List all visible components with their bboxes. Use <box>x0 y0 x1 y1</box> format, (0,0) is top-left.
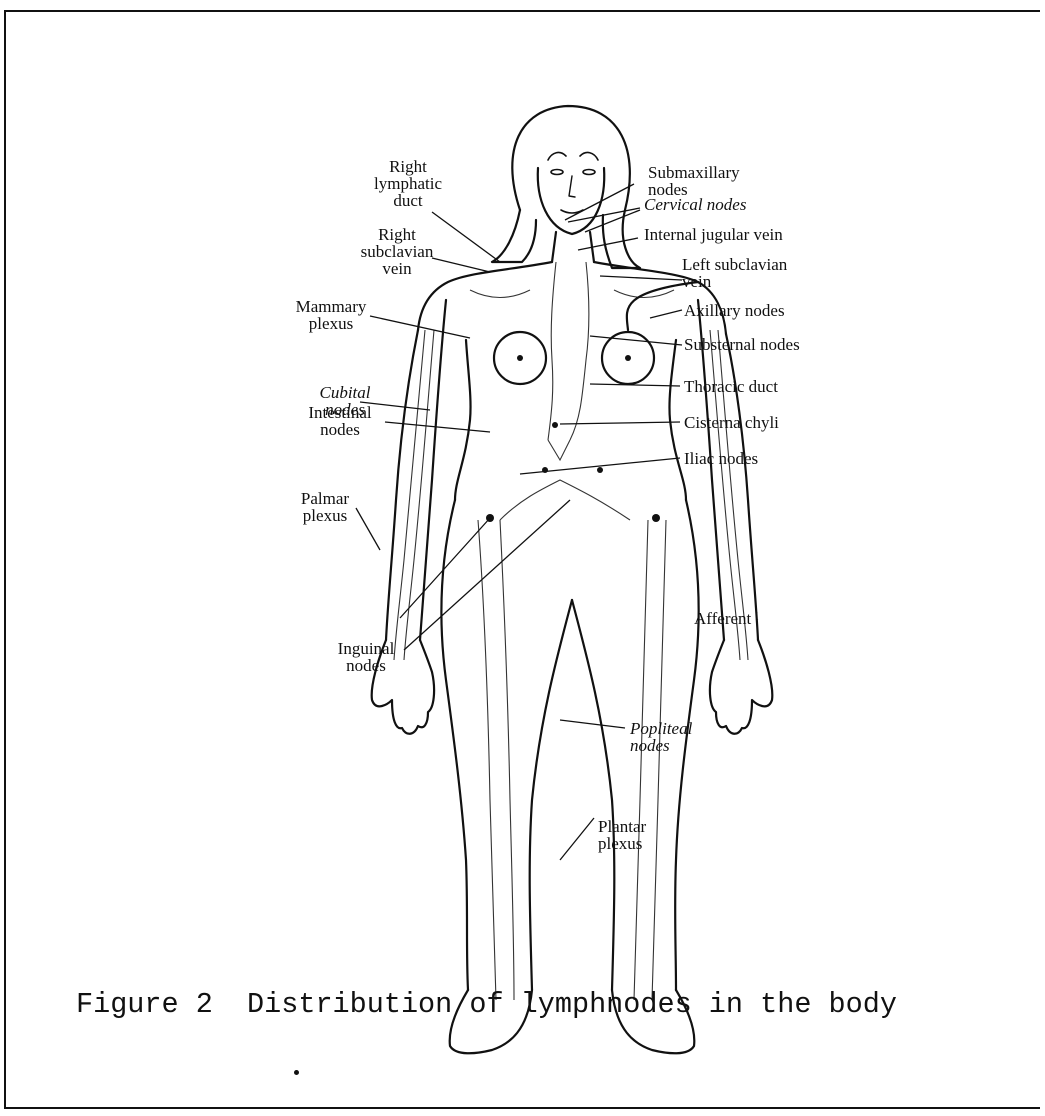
label-right-subclavian-vein: Right subclavian vein <box>342 226 452 277</box>
right-arm-outline <box>386 330 418 640</box>
leader-thoracic-duct <box>590 384 680 386</box>
leader-plantar-plexus <box>560 818 594 860</box>
leader-axillary-nodes <box>650 310 682 318</box>
legs-outline <box>441 500 468 990</box>
label-popliteal-nodes: Popliteal nodes <box>630 720 692 754</box>
label-substernal-nodes: Substernal nodes <box>684 336 800 353</box>
label-right-lymphatic-duct: Right lymphatic duct <box>358 158 458 209</box>
leader-intestinal-nodes <box>385 422 490 432</box>
label-submaxillary-nodes: Submaxillary nodes <box>648 164 740 198</box>
hair-outline <box>512 106 640 268</box>
label-cisterna-chyli: Cisterna chyli <box>684 414 779 431</box>
label-axillary-nodes: Axillary nodes <box>684 302 785 319</box>
label-mammary-plexus: Mammary plexus <box>286 298 376 332</box>
leader-popliteal-nodes <box>560 720 625 728</box>
label-palmar-plexus: Palmar plexus <box>284 490 366 524</box>
leader-substernal-nodes <box>590 336 682 345</box>
label-internal-jugular-vein: Internal jugular vein <box>644 226 783 243</box>
leader-internal-jugular-vein <box>578 238 638 250</box>
label-iliac-nodes: Iliac nodes <box>684 450 758 467</box>
label-thoracic-duct: Thoracic duct <box>684 378 778 395</box>
label-plantar-plexus: Plantar plexus <box>598 818 646 852</box>
left-hand-outline <box>710 640 772 734</box>
leader-cisterna-chyli <box>560 422 680 424</box>
neck-outline <box>552 232 556 262</box>
thoracic-duct <box>548 262 556 440</box>
label-cervical-nodes: Cervical nodes <box>644 196 746 213</box>
figure-caption: Figure 2 Distribution of lymphnodes in t… <box>76 988 897 1021</box>
label-left-subclavian-vein: Left subclavian vein <box>682 256 787 290</box>
label-afferent: Afferent ˡ <box>694 610 758 627</box>
leader-left-subclavian-vein <box>600 276 682 280</box>
label-intestinal-nodes: Intestinal nodes <box>292 404 388 438</box>
label-inguinal-nodes: Inguinal nodes <box>326 640 406 674</box>
stray-mark <box>294 1070 299 1075</box>
